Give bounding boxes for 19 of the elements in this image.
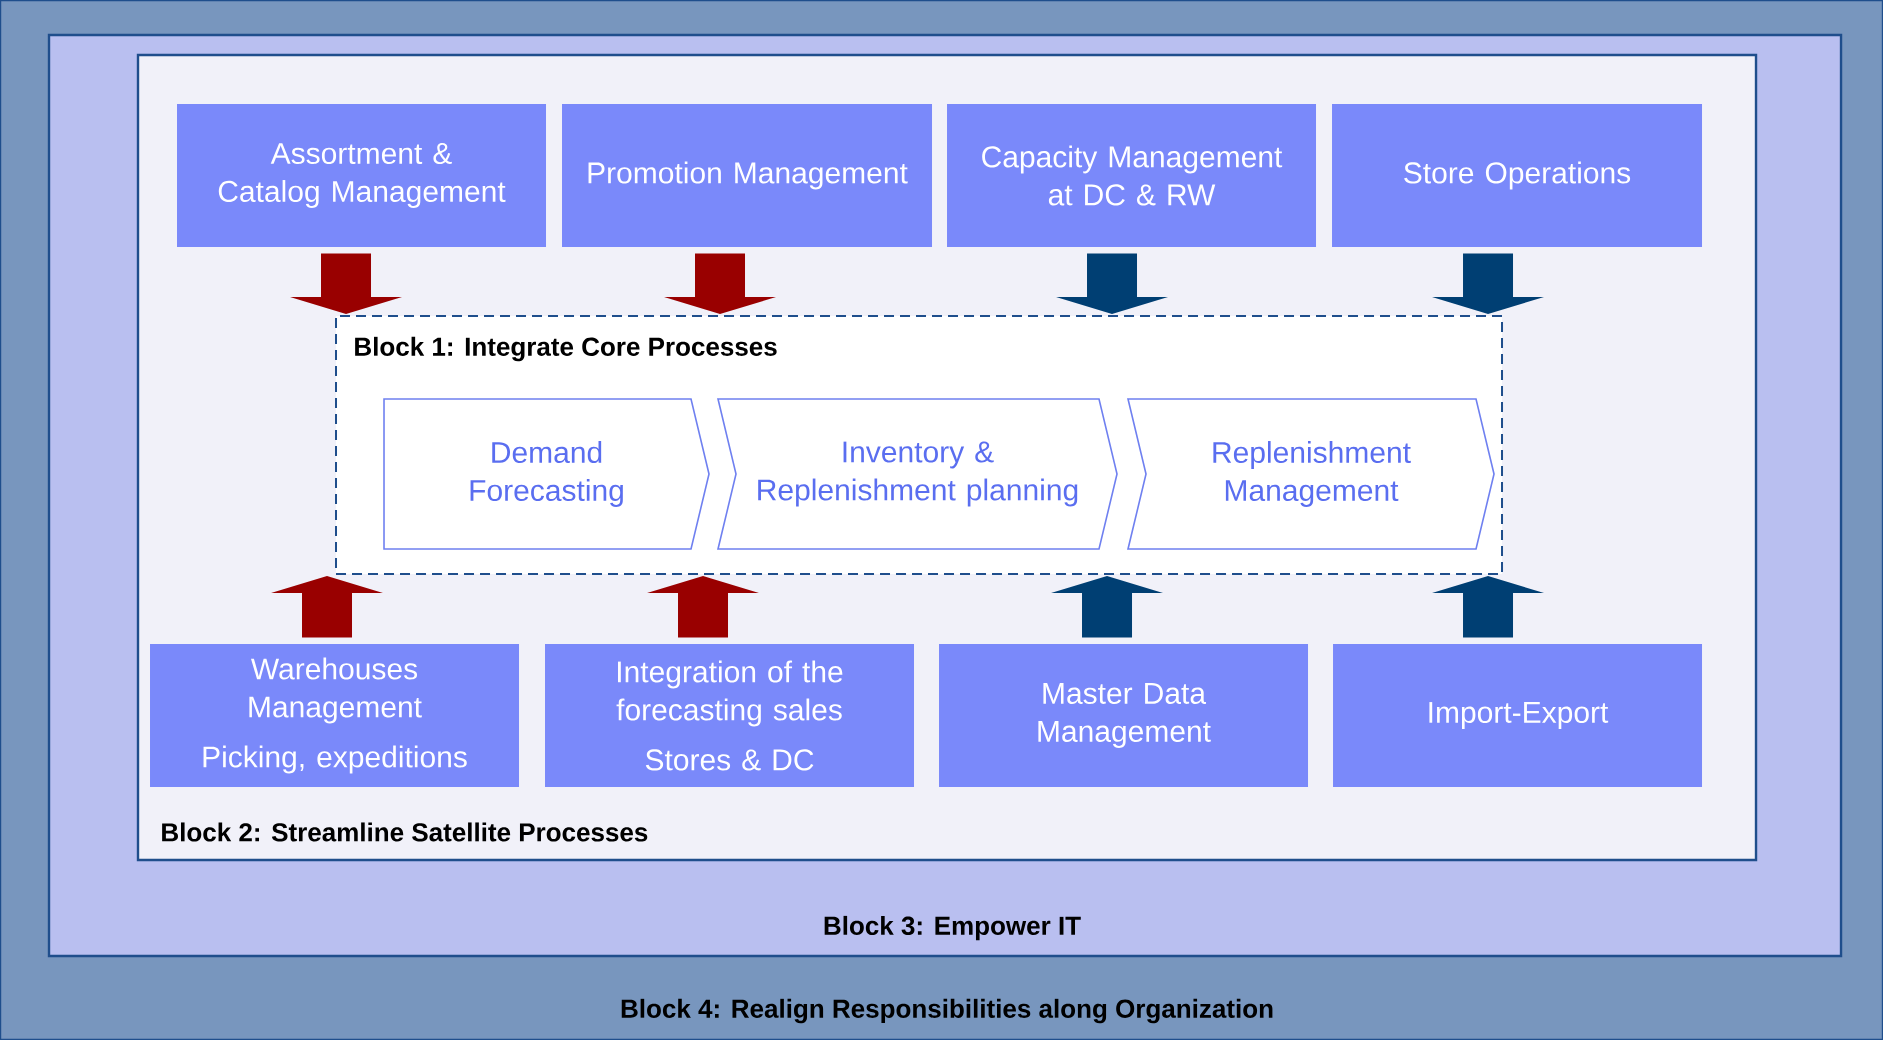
chevron-step: Demand Forecasting	[383, 398, 710, 550]
block-arrow	[647, 576, 759, 638]
block-arrow	[664, 253, 776, 314]
process-box: Store Operations	[1332, 104, 1702, 247]
process-box: Master Data Management	[939, 644, 1308, 787]
block-arrow	[1432, 253, 1544, 314]
process-box: Integration of the forecasting sales Stores & DC	[545, 644, 914, 787]
process-box: Capacity Management at DC & RW	[947, 104, 1316, 247]
block-arrow	[1432, 576, 1544, 638]
process-box: Warehouses Management Picking, expeditions	[150, 644, 519, 787]
block-arrow	[1056, 253, 1168, 314]
block-arrow	[290, 253, 402, 314]
block-arrow	[1051, 576, 1163, 638]
process-box: Promotion Management	[562, 104, 932, 247]
process-box: Import-Export	[1333, 644, 1702, 787]
block-arrow	[271, 576, 383, 638]
process-box: Assortment & Catalog Management	[177, 104, 546, 247]
chevron-step: Inventory & Replenishment planning	[717, 398, 1118, 550]
chevron-step: Replenishment Management	[1127, 398, 1495, 550]
